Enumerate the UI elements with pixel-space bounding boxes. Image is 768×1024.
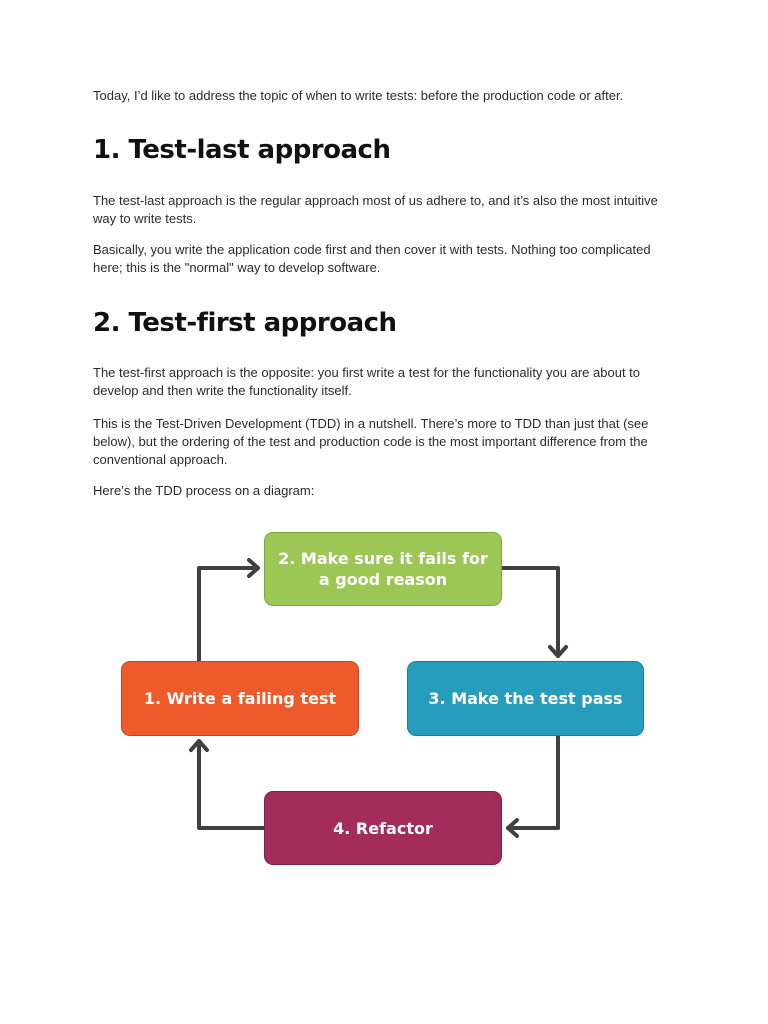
arrow-step2-to-step3 bbox=[500, 566, 560, 658]
arrowhead-step2 bbox=[247, 558, 260, 578]
arrow-step3-to-step4 bbox=[506, 734, 560, 830]
test-first-paragraph-1: The test-first approach is the opposite:… bbox=[93, 365, 641, 398]
tdd-step-4-box: 4. Refactor bbox=[264, 791, 502, 865]
test-last-paragraph-2: Basically, you write the application cod… bbox=[93, 242, 651, 275]
section-heading-test-last: 1. Test-last approach bbox=[93, 135, 391, 165]
tdd-step-2-box: 2. Make sure it fails for a good reason bbox=[264, 532, 502, 606]
test-first-paragraph-3: Here’s the TDD process on a diagram: bbox=[93, 483, 315, 498]
arrow-step4-to-step1 bbox=[197, 739, 266, 830]
test-first-paragraph-2: This is the Test-Driven Development (TDD… bbox=[93, 416, 649, 467]
tdd-step-3-box: 3. Make the test pass bbox=[407, 661, 644, 736]
tdd-step-1-label: 1. Write a failing test bbox=[143, 689, 337, 708]
tdd-step-2-label: 2. Make sure it fails for a good reason bbox=[278, 549, 488, 589]
arrowhead-step1 bbox=[189, 739, 209, 752]
tdd-step-4-label: 4. Refactor bbox=[333, 818, 433, 838]
test-last-paragraph-1: The test-last approach is the regular ap… bbox=[93, 193, 658, 226]
section-heading-test-first: 2. Test-first approach bbox=[93, 308, 397, 338]
intro-paragraph: Today, I’d like to address the topic of … bbox=[93, 88, 624, 103]
tdd-step-1-box: 1. Write a failing test bbox=[121, 661, 359, 736]
arrowhead-step3 bbox=[548, 645, 568, 658]
arrowhead-step4 bbox=[506, 818, 519, 838]
arrow-step1-to-step2 bbox=[197, 566, 260, 663]
tdd-step-3-label: 3. Make the test pass bbox=[428, 689, 623, 708]
